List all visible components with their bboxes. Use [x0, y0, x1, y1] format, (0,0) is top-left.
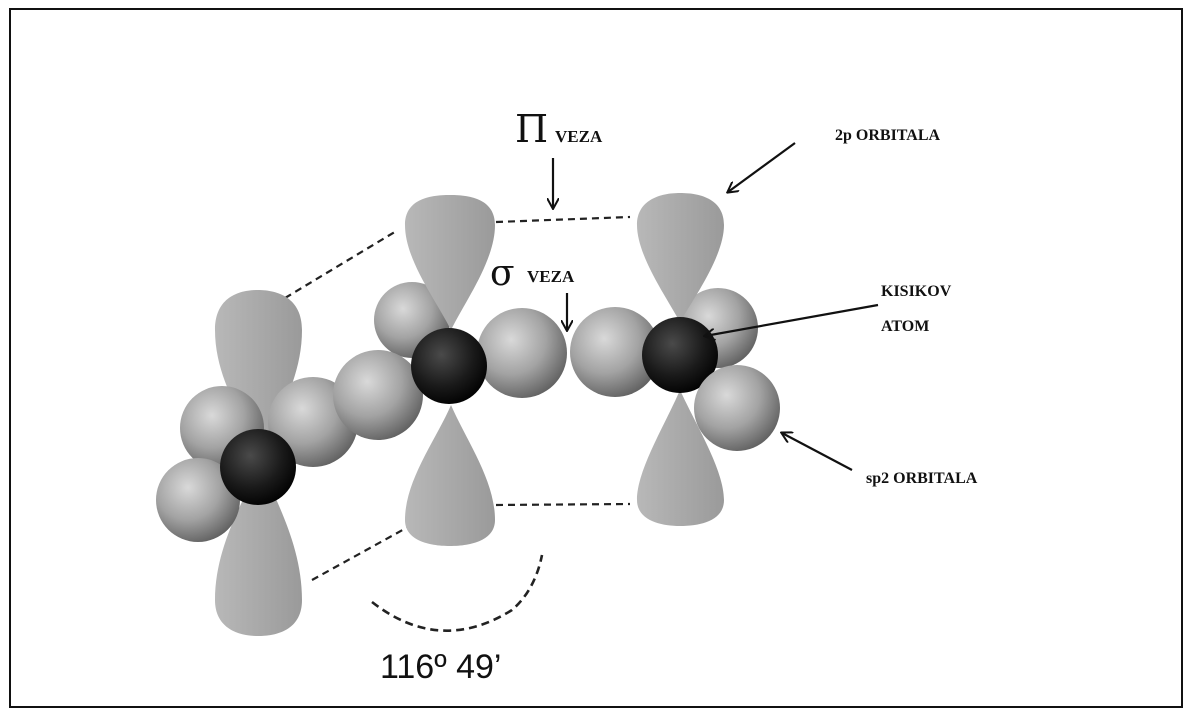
dash-top-left: [284, 229, 399, 299]
p-lobe-right-bottom: [637, 390, 724, 526]
oxygen-atom-right: [570, 193, 780, 526]
sp2-sphere: [477, 308, 567, 398]
angle-arc: [371, 554, 544, 632]
carbon-atom-middle: [333, 195, 567, 546]
bond-angle-label: 116º 49’: [380, 648, 501, 686]
sp2-sphere: [156, 458, 240, 542]
oxygen-label-line1: KISIKOV: [881, 283, 952, 300]
sp2-sphere: [694, 365, 780, 451]
p-lobe-middle-top: [405, 195, 495, 330]
pi-symbol: Π: [515, 107, 548, 151]
orbital-2p-label: 2p ORBITALA: [835, 127, 941, 144]
arrow-2p-orbital: [728, 142, 796, 192]
carbon-atom-left: [156, 290, 358, 636]
p-lobe-middle-bottom: [405, 405, 495, 546]
sp2-sphere: [570, 307, 660, 397]
labels: Π VEZA σ VEZA 2p ORBITALA KISIKOV ATOM s…: [380, 107, 978, 686]
p-lobe-right-top: [637, 193, 724, 322]
arrow-sp2-orbital: [782, 433, 853, 471]
sigma-symbol: σ: [490, 253, 515, 294]
dash-bottom-right: [495, 502, 631, 507]
p-lobe-left-top: [215, 290, 302, 456]
sp2-sphere: [333, 350, 423, 440]
pointer-arrows: [553, 142, 879, 471]
oxygen-label-line2: ATOM: [881, 318, 929, 335]
orbital-sp2-label: sp2 ORBITALA: [866, 470, 978, 487]
image-border: [9, 8, 1183, 708]
core-atom: [220, 429, 296, 505]
sigma-bond-label: VEZA: [527, 267, 575, 286]
dash-bottom-left: [311, 526, 409, 581]
arrow-oxygen-atom: [705, 303, 879, 336]
pi-bond-label: VEZA: [555, 127, 603, 146]
p-lobe-left-bottom: [215, 462, 302, 636]
core-atom: [642, 317, 718, 393]
core-atom: [411, 328, 487, 404]
dash-top-right: [495, 215, 631, 224]
pi-bond-dashed-lines: [284, 215, 631, 581]
